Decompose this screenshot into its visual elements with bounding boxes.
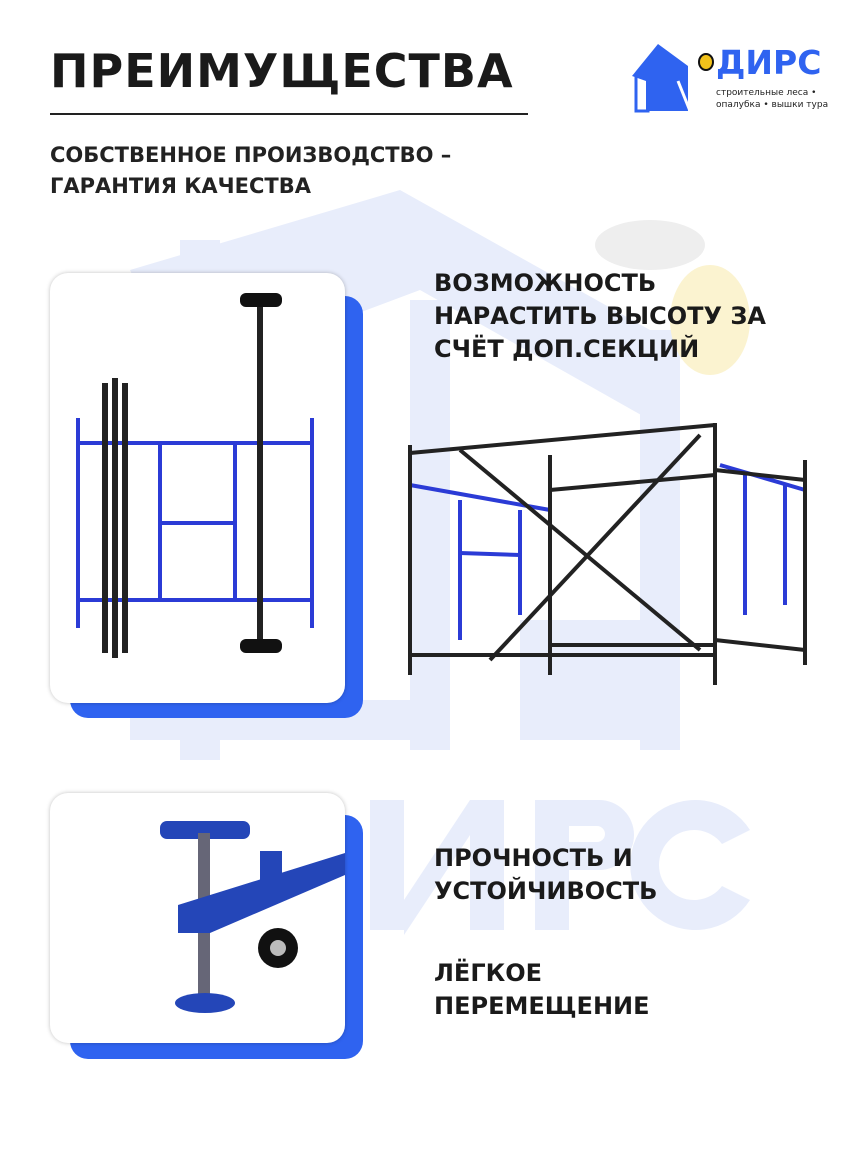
house-logo-icon [632,44,714,113]
logo-tagline: строительные леса • [716,88,817,98]
feature-text: УСТОЙЧИВОСТЬ [434,877,658,905]
scaffold-frame-illustration [76,293,314,658]
feature-text: СЧЁТ ДОП.СЕКЦИЙ [434,335,700,363]
subtitle-line: ГАРАНТИЯ КАЧЕСТВА [50,174,311,198]
subtitle: СОБСТВЕННОЕ ПРОИЗВОДСТВО – ГАРАНТИЯ КАЧЕ… [50,140,451,202]
feature-text: ПРОЧНОСТЬ И [434,844,633,872]
feature-text: ВОЗМОЖНОСТЬ [434,269,657,297]
brand-logo: ДИРС строительные леса • опалубка • вышк… [628,36,838,116]
feature-text: НАРАСТИТЬ ВЫСОТУ ЗА [434,302,766,330]
frame-product-image [50,273,345,703]
feature-easy-movement: ЛЁГКОЕ ПЕРЕМЕЩЕНИЕ [434,957,650,1023]
page-title: ПРЕИМУЩЕСТВА [50,44,514,98]
wheel-support-product-image [50,793,345,1043]
feature-text: ЛЁГКОЕ [434,959,543,987]
feature-extendable-height: ВОЗМОЖНОСТЬ НАРАСТИТЬ ВЫСОТУ ЗА СЧЁТ ДОП… [434,267,766,366]
logo-tagline: опалубка • вышки тура [716,100,829,110]
feature-text: ПЕРЕМЕЩЕНИЕ [434,992,650,1020]
title-divider [50,113,528,115]
feature-strength-stability: ПРОЧНОСТЬ И УСТОЙЧИВОСТЬ [434,842,657,908]
wheel-support-illustration [160,821,345,1013]
extended-scaffold-illustration [408,423,807,685]
subtitle-line: СОБСТВЕННОЕ ПРОИЗВОДСТВО – [50,143,452,167]
logo-name: ДИРС [716,43,822,82]
